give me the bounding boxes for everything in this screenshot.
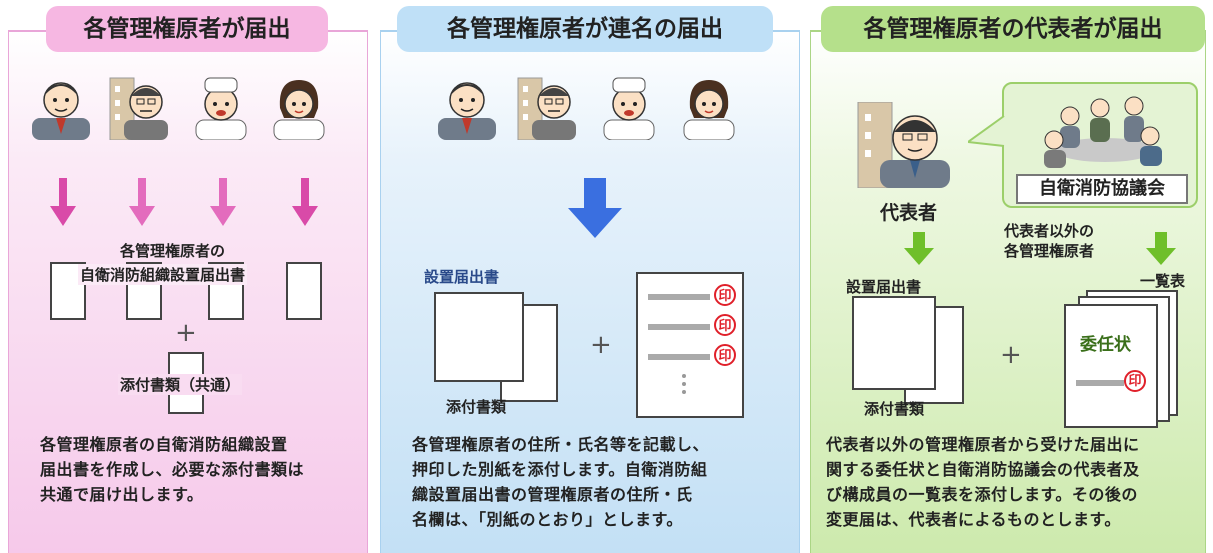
representative-label: 代表者 (880, 202, 938, 224)
panel3-title: 各管理権原者の代表者が届出 (821, 6, 1205, 52)
description-line: 織設置届出書の管理権原者の住所・氏 (412, 485, 693, 504)
attachment-label: 添付書類（共通） (118, 374, 243, 395)
down-arrow-icon (129, 178, 155, 226)
doc-label-line2: 自衛消防組織設置届出書 (78, 264, 248, 285)
description-line: 関する委任状と自衛消防協議会の代表者及 (826, 460, 1140, 479)
panel3-description: 代表者以外の管理権原者から受けた届出に 関する委任状と自衛消防協議会の代表者及 … (826, 432, 1140, 532)
description-line: 変更届は、代表者によるものとします。 (826, 510, 1121, 529)
attachment-label: 添付書類 (446, 398, 507, 416)
down-arrow-icon (1146, 232, 1176, 265)
description-line: 押印した別紙を添付します。自衛消防組 (412, 460, 708, 479)
others-label-line1: 代表者以外の (1004, 222, 1095, 240)
description-line: 各管理権原者の住所・氏名等を記載し、 (412, 435, 710, 454)
member-list-label: 一覧表 (1140, 272, 1186, 290)
panel2-description: 各管理権原者の住所・氏名等を記載し、 押印した別紙を添付します。自衛消防組 織設… (412, 432, 709, 532)
form-label: 設置届出書 (424, 268, 500, 286)
seal-stamp: 印 (714, 284, 736, 306)
woman-icon (683, 80, 735, 140)
proxy-label: 委任状 (1080, 335, 1131, 355)
panel1-title: 各管理権原者が届出 (46, 6, 328, 52)
description-line: び構成員の一覧表を添付します。その後の (826, 485, 1138, 504)
building-owner-icon (517, 77, 576, 140)
plus-sign: + (175, 318, 197, 348)
panel2-title: 各管理権原者が連名の届出 (397, 6, 773, 52)
description-line: 各管理権原者の自衛消防組織設置 (40, 435, 288, 454)
plus-sign: + (590, 330, 612, 360)
panel1-description: 各管理権原者の自衛消防組織設置 届出書を作成し、必要な添付書類は 共通で届け出し… (40, 432, 304, 507)
proxy-document: 委任状 印 (1064, 304, 1158, 428)
attachment-label: 添付書類 (864, 400, 925, 418)
notification-document (434, 292, 524, 382)
council-meeting-icon (1044, 96, 1162, 168)
description-line: 名欄は、「別紙のとおり」とします。 (412, 510, 683, 529)
description-line: 届出書を作成し、必要な添付書類は (40, 460, 305, 479)
chef-icon (603, 77, 655, 140)
building-owner-icon (109, 77, 168, 140)
down-arrow-icon (904, 232, 934, 265)
annex-sheet: 印 印 印 (636, 272, 744, 418)
callout-pointer (968, 115, 1005, 147)
description-line: 共通で届け出します。 (40, 485, 204, 504)
others-label-line2: 各管理権原者 (1004, 242, 1095, 260)
seal-stamp: 印 (714, 344, 736, 366)
description-line: 代表者以外の管理権原者から受けた届出に (826, 435, 1140, 454)
down-arrow-icon (210, 178, 236, 226)
businessman-icon (438, 82, 496, 140)
representative-icon (857, 102, 950, 188)
plus-sign: + (1000, 340, 1022, 370)
council-label: 自衛消防協議会 (1016, 174, 1188, 204)
doc-label-line1: 各管理権原者の (120, 242, 226, 260)
notification-document (286, 262, 322, 320)
seal-stamp: 印 (1124, 370, 1146, 392)
down-arrow-icon (292, 178, 318, 226)
down-arrow-icon (568, 178, 622, 238)
down-arrow-icon (50, 178, 76, 226)
notification-document (852, 296, 936, 390)
seal-stamp: 印 (714, 314, 736, 336)
businessman-icon (32, 82, 90, 140)
chef-icon (195, 77, 247, 140)
form-label: 設置届出書 (846, 278, 922, 296)
woman-icon (273, 80, 325, 140)
